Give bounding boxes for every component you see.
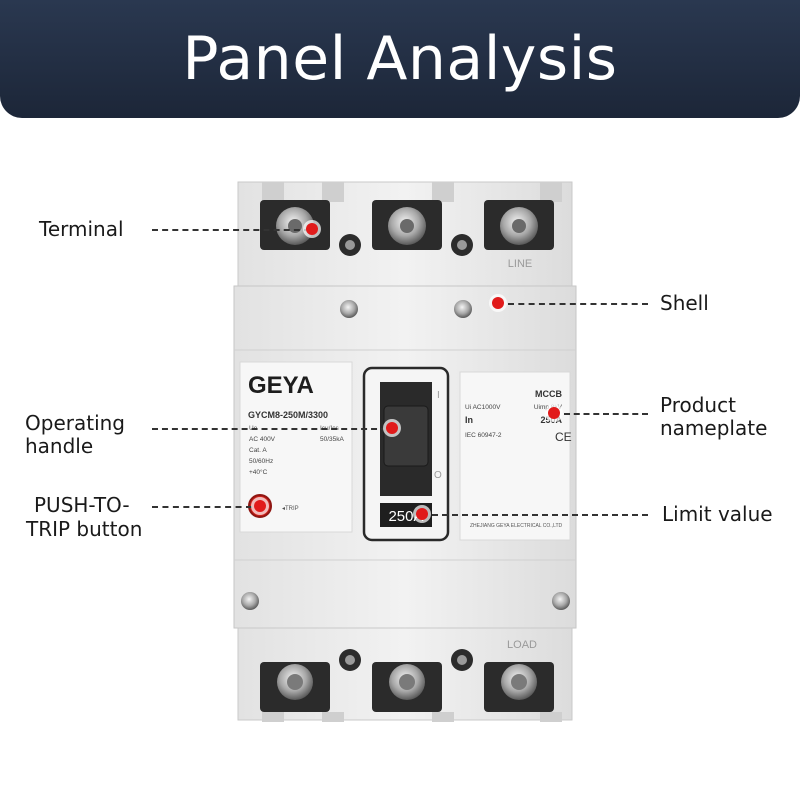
- callout-terminal-dot: [306, 223, 318, 235]
- svg-text:IEC 60947-2: IEC 60947-2: [465, 432, 502, 439]
- svg-text:250A: 250A: [540, 415, 562, 425]
- svg-text:Ui AC1000V: Ui AC1000V: [465, 404, 501, 411]
- callout-nameplate-dot: [548, 407, 560, 419]
- callout-push-to-trip-line2: TRIP button: [26, 517, 143, 541]
- callout-trip-line: [152, 506, 252, 508]
- trip-label: ◂TRIP: [282, 506, 299, 512]
- callout-push-to-trip-line1: PUSH-TO-: [34, 493, 130, 517]
- rating-display: 250A: [388, 508, 423, 525]
- svg-text:O: O: [434, 470, 442, 481]
- ce-mark: CE: [555, 430, 572, 444]
- callout-product-nameplate-line1: Product: [660, 393, 736, 417]
- line-terminal-block: LINE: [237, 181, 573, 289]
- callout-operating-handle-line1: Operating: [25, 411, 125, 435]
- svg-text:MCCB: MCCB: [535, 389, 562, 399]
- svg-text:In: In: [465, 415, 473, 425]
- load-label: LOAD: [507, 639, 537, 651]
- header-banner: Panel Analysis: [0, 0, 800, 118]
- svg-text:50/35kA: 50/35kA: [320, 436, 345, 443]
- svg-text:Cat. A: Cat. A: [249, 447, 267, 454]
- line-label: LINE: [508, 258, 532, 270]
- model-label: GYCM8-250M/3300: [248, 410, 328, 420]
- right-nameplate: MCCB Ui AC1000V Uimp 8kV In 250A IEC 609…: [459, 371, 572, 541]
- callout-limit-value: Limit value: [662, 502, 773, 526]
- callout-handle-line: [152, 428, 387, 430]
- callout-terminal-line: [152, 229, 310, 231]
- callout-handle-dot: [386, 422, 398, 434]
- svg-text:50/60Hz: 50/60Hz: [249, 458, 273, 465]
- load-terminal-block: LOAD: [237, 627, 573, 722]
- svg-text:I: I: [437, 390, 440, 401]
- callout-shell-dot: [492, 297, 504, 309]
- brand-logo: GEYA: [248, 372, 314, 399]
- svg-text:AC 400V: AC 400V: [249, 436, 276, 443]
- callout-shell-line: [508, 303, 648, 305]
- page-title: Panel Analysis: [182, 24, 618, 94]
- svg-text:+40°C: +40°C: [249, 468, 268, 476]
- callout-terminal: Terminal: [39, 217, 124, 241]
- svg-text:ZHEJIANG GEYA ELECTRICAL CO.,L: ZHEJIANG GEYA ELECTRICAL CO.,LTD: [470, 523, 563, 529]
- callout-nameplate-line: [564, 413, 648, 415]
- callout-limit-line: [432, 514, 648, 516]
- callout-operating-handle-line2: handle: [25, 434, 94, 458]
- callout-product-nameplate-line2: nameplate: [660, 416, 768, 440]
- callout-shell: Shell: [660, 291, 709, 315]
- callout-trip-dot: [254, 500, 266, 512]
- callout-limit-dot: [416, 508, 428, 520]
- svg-text:Uimp 8kV: Uimp 8kV: [534, 404, 563, 411]
